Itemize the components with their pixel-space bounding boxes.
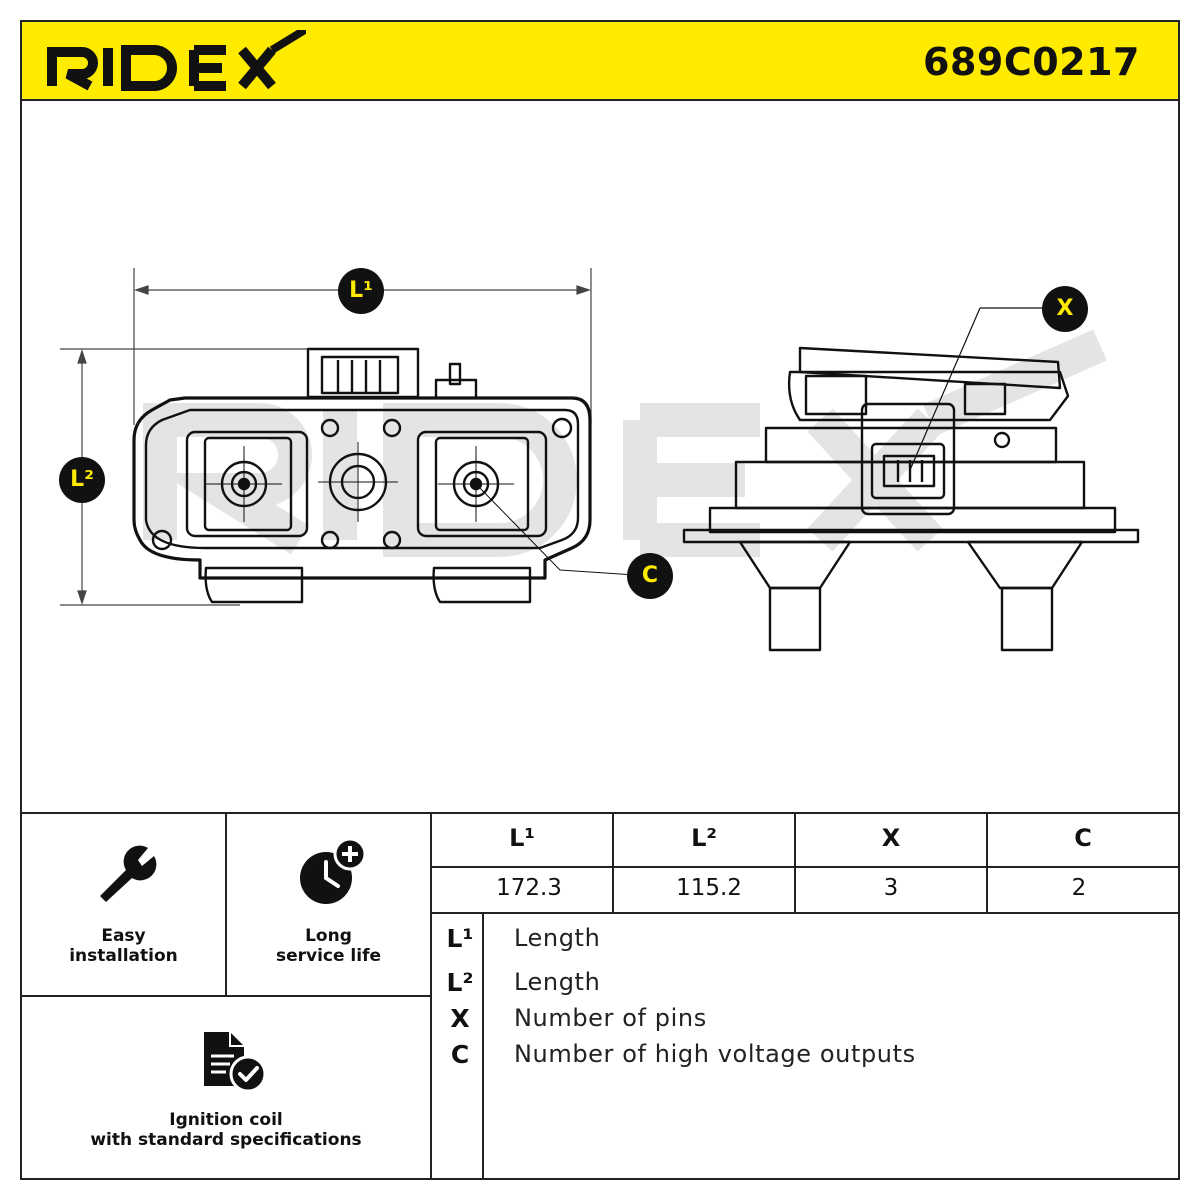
divider-features-1 <box>225 812 227 996</box>
spec-value-x: 3 <box>883 875 899 901</box>
feature-standard-specifications: Ignition coil with standard specificatio… <box>90 1110 362 1150</box>
spec-header-c: C <box>1074 824 1092 852</box>
legend-key-c: C <box>450 1040 470 1069</box>
clock-plus-icon <box>300 838 367 904</box>
table-header-bottom <box>430 866 1180 868</box>
divider-features-row <box>20 995 432 997</box>
watermark-logo <box>143 329 1107 557</box>
panel-top-border <box>20 812 1180 814</box>
legend-label-l1: Length <box>514 924 601 952</box>
document-check-icon <box>204 1032 267 1093</box>
legend-label-c: Number of high voltage outputs <box>514 1040 916 1068</box>
legend-key-l1: L¹ <box>446 924 474 953</box>
spec-header-l2: L² <box>691 824 717 852</box>
legend-key-l2: L² <box>446 968 474 997</box>
dimension-l1 <box>133 268 592 425</box>
spec-value-c: 2 <box>1071 875 1087 901</box>
centerlines <box>206 442 636 576</box>
technical-drawing <box>60 268 1140 652</box>
spec-value-l2: 115.2 <box>676 875 742 901</box>
spec-header-l1: L¹ <box>509 824 535 852</box>
ridex-logo <box>47 30 306 91</box>
callout-l2: L² <box>59 457 105 503</box>
header-bar: 689C0217 <box>20 20 1180 101</box>
callout-x: X <box>1042 286 1088 332</box>
spec-value-l1: 172.3 <box>496 875 562 901</box>
table-col-4 <box>986 812 988 914</box>
spec-header-x: X <box>881 824 901 852</box>
legend-divider <box>482 912 484 1180</box>
table-col-3 <box>794 812 796 914</box>
callout-c: C <box>627 553 673 599</box>
legend-label-l2: Length <box>514 968 601 996</box>
wrench-icon <box>100 845 157 902</box>
table-col-2 <box>612 812 614 914</box>
part-number: 689C0217 <box>923 40 1140 84</box>
callout-l1: L¹ <box>338 268 384 314</box>
feature-long-service-life: Long service life <box>275 926 382 966</box>
legend-label-x: Number of pins <box>514 1004 707 1032</box>
feature-easy-installation: Easy installation <box>69 926 178 966</box>
legend-key-x: X <box>450 1004 470 1033</box>
table-values-bottom <box>430 912 1180 914</box>
coil-side-view <box>682 346 1140 652</box>
